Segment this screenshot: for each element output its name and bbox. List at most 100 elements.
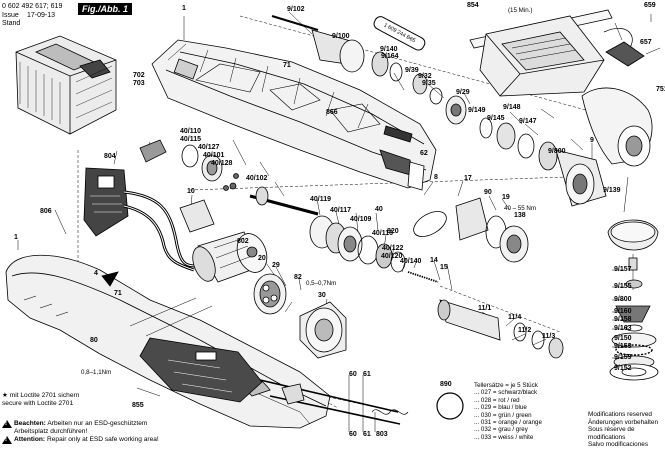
- callout-label: 71: [114, 290, 122, 297]
- callout-label: 80: [90, 337, 98, 344]
- callout-label: 90: [484, 189, 492, 196]
- esd-warning-en-heading: Attention:: [14, 436, 46, 443]
- output-spindle-group: [407, 197, 564, 359]
- order-number: 0 602 492 617; 619: [2, 3, 63, 10]
- screw-torque-note: 0,5–0,7Nm: [306, 280, 337, 287]
- callout-label: 657: [640, 39, 652, 46]
- callout-label: 40/128: [211, 160, 233, 167]
- retaining-clip: [281, 383, 305, 405]
- callout-label: 62: [420, 150, 428, 157]
- callout-label: 71: [283, 62, 291, 69]
- callout-label: 40/140: [400, 258, 422, 265]
- callout-label: 11/4: [508, 314, 522, 321]
- callout-label: 9/800: [548, 148, 566, 155]
- callout-label: 9/157: [614, 266, 632, 273]
- callout-label: 890: [440, 381, 452, 388]
- esd-warning-de-line2: Arbeitsplatz durchführen!: [14, 427, 88, 435]
- callout-label: 61: [363, 431, 371, 438]
- stand-label: Stand: [2, 20, 21, 27]
- callout-label: 9: [590, 137, 594, 144]
- callout-label: 9/39: [405, 67, 419, 74]
- callout-label: 11/2: [518, 327, 532, 334]
- callout-label: 9/139: [603, 187, 621, 194]
- switch-part: [179, 199, 215, 233]
- charger-voltage-label: (15 Min.): [508, 7, 533, 14]
- callout-label: 820: [387, 228, 399, 235]
- callout-label: 9/140: [380, 46, 398, 53]
- planetary-carrier: [253, 273, 287, 315]
- callout-label: 40/116: [372, 230, 394, 237]
- sleeve-set-row: ... 027 = schwarz/black: [474, 389, 538, 397]
- sleeve-set-row: ... 029 = blau / blue: [474, 404, 527, 412]
- sleeve-set-row: ... 032 = grau / grey: [474, 426, 528, 434]
- callout-label: 29: [272, 262, 280, 269]
- warning-icon: !: [2, 420, 12, 428]
- sleeve-sets-title-de: Tellersätze = je 5 Stück: [474, 382, 538, 389]
- gear-housing-30: [299, 301, 347, 359]
- gear-ring-stack: [309, 215, 406, 273]
- issue-label: Issue: [2, 12, 19, 19]
- callout-label: 30: [318, 292, 326, 299]
- callout-label: 9/29: [456, 89, 470, 96]
- modifications-es: Salvo modificaciones: [588, 441, 649, 448]
- callout-label: 9/149: [468, 107, 486, 114]
- callout-label: 659: [644, 2, 656, 9]
- callout-label: 9/35: [422, 80, 436, 87]
- callout-label: 40/119: [310, 196, 332, 203]
- callout-label: 9/158: [614, 316, 632, 323]
- callout-label: 9/163: [614, 325, 632, 332]
- callout-label: 9/32: [418, 73, 432, 80]
- callout-label: 82: [294, 274, 302, 281]
- modifications-fr: Sous réserve de modifications: [588, 426, 635, 441]
- callout-label: 40/120: [381, 253, 403, 260]
- angle-head-housing: [581, 87, 653, 167]
- callout-label: 866: [326, 109, 338, 116]
- callout-label: 61: [363, 371, 371, 378]
- head-torque-note: 40 – 55 Nm: [504, 205, 536, 212]
- sleeve-set-row: ... 030 = grün / green: [474, 411, 532, 419]
- warning-icon: !: [2, 436, 12, 444]
- callout-label: 1: [182, 5, 186, 12]
- callout-label: 15: [440, 264, 448, 271]
- callout-label: 9/800: [614, 296, 632, 303]
- sleeve-set-row: ... 033 = weiss / white: [474, 433, 534, 441]
- callout-label: 4: [94, 270, 98, 277]
- callout-label: 19: [502, 194, 510, 201]
- esd-warning-de-line1: Arbeiten nur an ESD-geschütztem: [47, 420, 148, 427]
- callout-label: 11/3: [542, 333, 556, 340]
- figure-badge: Fig./Abb. 1: [78, 3, 132, 15]
- callout-label: 40/122: [382, 245, 404, 252]
- callout-label: 60: [349, 431, 357, 438]
- angle-head-top-parts: [271, 15, 607, 207]
- loctite-note-en: secure with Loctite 2701: [2, 399, 74, 407]
- callout-label: 9/164: [381, 53, 399, 60]
- callout-label: 806: [40, 208, 52, 215]
- callout-label: 9/155: [614, 283, 632, 290]
- callout-label: 804: [104, 153, 116, 160]
- callout-label: 9/159: [614, 354, 632, 361]
- callout-label: 40: [375, 206, 383, 213]
- callout-label: 803: [376, 431, 388, 438]
- warning-icon-glyph: !: [5, 437, 7, 443]
- esd-warning-en: Attention: Repair only at ESD safe worki…: [14, 436, 159, 444]
- head-component-stack: [607, 219, 659, 381]
- callout-label: 9/145: [487, 115, 505, 122]
- modifications-reserved: Modifications reserved Änderungen vorbeh…: [588, 411, 665, 449]
- ring-890: [436, 392, 464, 420]
- callout-label: 40/117: [330, 207, 352, 214]
- pointer-4: [101, 271, 119, 287]
- callout-label: 9/160: [614, 308, 632, 315]
- callout-label: 9/153: [614, 343, 632, 350]
- callout-label: 9/148: [503, 104, 521, 111]
- loctite-note-de: ★ mit Loctite 2701 sichern: [2, 392, 80, 399]
- callout-label: 9/147: [519, 118, 537, 125]
- callout-label: 9/102: [287, 6, 305, 13]
- charger-unit: [479, 15, 645, 97]
- upper-housing-shell: [151, 39, 437, 189]
- callout-label: 9/152: [614, 365, 632, 372]
- callout-label: 40/115: [180, 136, 202, 143]
- esd-warning-de-heading: Beachten:: [14, 420, 46, 427]
- callout-label: 40/127: [198, 144, 220, 151]
- battery-contact-board: [83, 139, 197, 272]
